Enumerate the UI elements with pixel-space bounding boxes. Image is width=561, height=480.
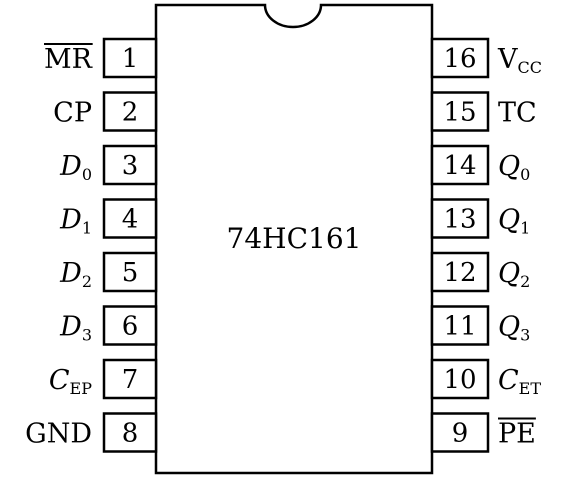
pin-box <box>430 251 490 293</box>
pin-label: CEP <box>49 365 92 398</box>
pin-label: PE <box>498 419 536 450</box>
pin-box <box>430 358 490 400</box>
pin-label-base: C <box>498 365 519 396</box>
pin-label-base: D <box>59 151 82 182</box>
pin-number: 7 <box>122 365 139 395</box>
pin-label: Q2 <box>498 258 530 291</box>
pin-label-base: D <box>59 205 82 236</box>
pin-14: 14 Q0 <box>430 144 530 186</box>
pin-box <box>102 37 158 79</box>
pin-label: D2 <box>59 258 92 291</box>
pin-label: Q1 <box>498 205 530 238</box>
pin-label-base: Q <box>498 205 520 236</box>
pin-16: 16 VCC <box>430 37 542 79</box>
pin-label: Q0 <box>498 151 530 184</box>
pin-number: 10 <box>443 365 476 395</box>
pin-13: 13 Q1 <box>430 198 530 239</box>
pin-5: 5 D2 <box>59 251 158 293</box>
pin-15: 15 TC <box>430 91 537 132</box>
pin-number: 12 <box>443 258 476 288</box>
pin-label-base: Q <box>498 151 520 182</box>
pin-12: 12 Q2 <box>430 251 530 293</box>
pin-number: 16 <box>443 44 476 74</box>
pin-4: 4 D1 <box>59 198 158 239</box>
pin-box <box>430 37 490 79</box>
pin-label: VCC <box>497 44 542 77</box>
pin-number: 14 <box>443 151 476 181</box>
pin-label: TC <box>498 98 537 129</box>
pin-box <box>430 91 490 132</box>
pin-label-subscript: 1 <box>520 219 530 238</box>
pin-number: 5 <box>122 258 139 288</box>
pin-box <box>430 412 490 453</box>
pin-label-base: MR <box>44 44 93 75</box>
pin-label-base: Q <box>498 312 520 343</box>
pin-label: D1 <box>59 205 92 238</box>
pin-number: 9 <box>452 419 469 449</box>
pin-number: 2 <box>122 98 139 128</box>
pin-label-subscript: EP <box>70 379 93 398</box>
pin-box <box>102 251 158 293</box>
pin-box <box>102 198 158 239</box>
pin-box <box>430 305 490 346</box>
pin-label-base: GND <box>25 419 92 450</box>
pin-number: 6 <box>122 312 139 342</box>
pin-box <box>102 358 158 400</box>
pin-2: 2 CP <box>53 91 158 132</box>
pin-label: Q3 <box>498 312 530 345</box>
pin-box <box>102 144 158 186</box>
pin-10: 10 CET <box>430 358 541 400</box>
pin-label-subscript: 1 <box>82 219 92 238</box>
pin-number: 1 <box>122 44 139 74</box>
pin-label: MR <box>44 44 93 75</box>
pin-box <box>430 198 490 239</box>
pin-label-base: D <box>59 312 82 343</box>
pin-1: 1 MR <box>44 37 158 79</box>
pin-label-base: CP <box>53 98 92 129</box>
pin-label-base: V <box>497 44 518 75</box>
pin-9: 9 PE <box>430 412 536 453</box>
pin-label-subscript: ET <box>519 379 542 398</box>
pin-number: 4 <box>122 205 139 235</box>
pin-label: GND <box>25 419 92 450</box>
pin-label: D3 <box>59 312 92 345</box>
pin-label-base: C <box>49 365 70 396</box>
pin-label-subscript: 0 <box>82 165 92 184</box>
pin-label: D0 <box>59 151 92 184</box>
pin-6: 6 D3 <box>59 305 158 346</box>
pin-11: 11 Q3 <box>430 305 530 346</box>
pin-7: 7 CEP <box>49 358 158 400</box>
pin-number: 11 <box>443 312 476 342</box>
pin-label-subscript: 3 <box>520 326 530 345</box>
pin-box <box>102 412 158 453</box>
pin-label-subscript: 2 <box>520 272 530 291</box>
pin-number: 15 <box>443 98 476 128</box>
pin-label-subscript: 2 <box>82 272 92 291</box>
pin-label-base: PE <box>498 419 536 450</box>
pin-3: 3 D0 <box>59 144 158 186</box>
pin-number: 8 <box>122 419 139 449</box>
pin-label: CP <box>53 98 92 129</box>
pin-label-base: TC <box>498 98 537 129</box>
pin-number: 13 <box>443 205 476 235</box>
pin-label-subscript: 3 <box>82 326 92 345</box>
pin-number: 3 <box>122 151 139 181</box>
pin-label: CET <box>498 365 541 398</box>
pin-label-subscript: 0 <box>520 165 530 184</box>
chip-body <box>154 3 434 475</box>
chip-name: 74HC161 <box>227 222 362 255</box>
pin-box <box>102 305 158 346</box>
pin-box <box>430 144 490 186</box>
pin-label-base: D <box>59 258 82 289</box>
pin-label-subscript: CC <box>518 58 542 77</box>
pin-8: 8 GND <box>25 412 158 453</box>
pin-box <box>102 91 158 132</box>
pin-label-base: Q <box>498 258 520 289</box>
